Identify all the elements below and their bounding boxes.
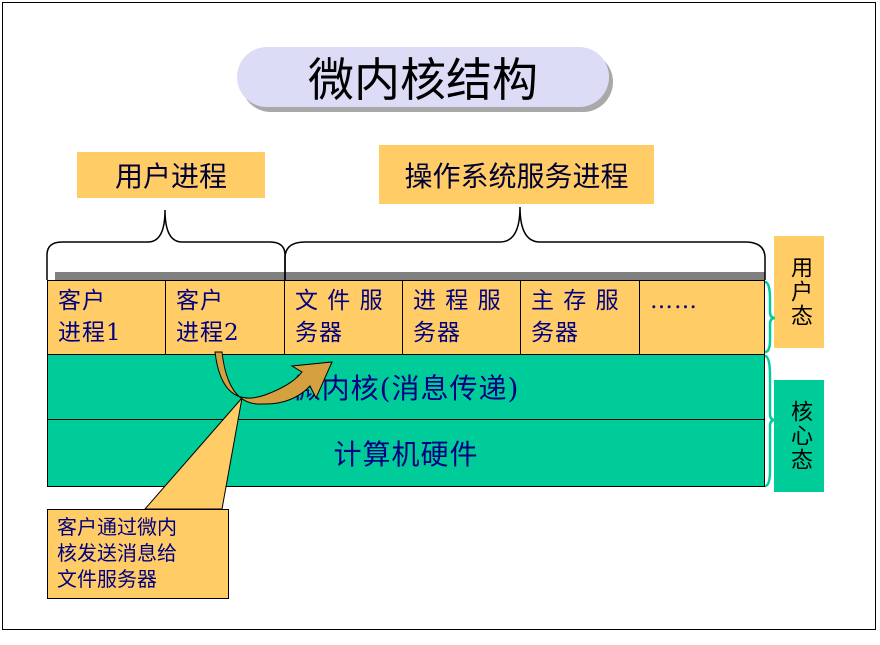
user-mode-brace [764, 280, 776, 354]
user-process-label: 用户进程 [77, 152, 265, 198]
cell-line: 客户 [58, 288, 106, 314]
cell-memory-server: 主 存 服 务器 [520, 280, 640, 355]
cell-client-process-2: 客户 进程2 [165, 280, 285, 355]
cell-line: 主 存 服 [531, 288, 620, 314]
top-shadow-bar [55, 272, 765, 282]
cell-line: 务器 [295, 320, 343, 346]
callout-line: 客户通过微内 [57, 515, 177, 539]
os-service-brace [284, 206, 766, 280]
message-arrow [214, 351, 333, 405]
cell-line: …… [650, 288, 698, 314]
cell-line: 进程2 [176, 320, 240, 346]
callout-line: 文件服务器 [57, 567, 157, 591]
kernel-mode-label: 核心态 [774, 380, 824, 492]
cell-line: 进程1 [58, 320, 122, 346]
diagram-title: 微内核结构 [237, 47, 609, 107]
cell-client-process-1: 客户 进程1 [47, 280, 166, 355]
kernel-mode-brace [764, 354, 776, 488]
message-callout: 客户通过微内 核发送消息给 文件服务器 [47, 509, 229, 599]
user-mode-label: 用户态 [774, 236, 824, 348]
cell-line: 客户 [176, 288, 224, 314]
callout-pointer [143, 396, 243, 510]
cell-process-server: 进 程 服 务器 [402, 280, 521, 355]
os-service-label: 操作系统服务进程 [379, 145, 654, 204]
microkernel-band: 微内核(消息传递) [47, 354, 765, 420]
cell-line: 文 件 服 [295, 288, 384, 314]
cell-line: 务器 [531, 320, 579, 346]
hardware-band: 计算机硬件 [47, 419, 765, 487]
user-process-brace [46, 209, 286, 280]
cell-line: 务器 [413, 320, 461, 346]
cell-line: 进 程 服 [413, 288, 502, 314]
callout-line: 核发送消息给 [57, 541, 177, 565]
